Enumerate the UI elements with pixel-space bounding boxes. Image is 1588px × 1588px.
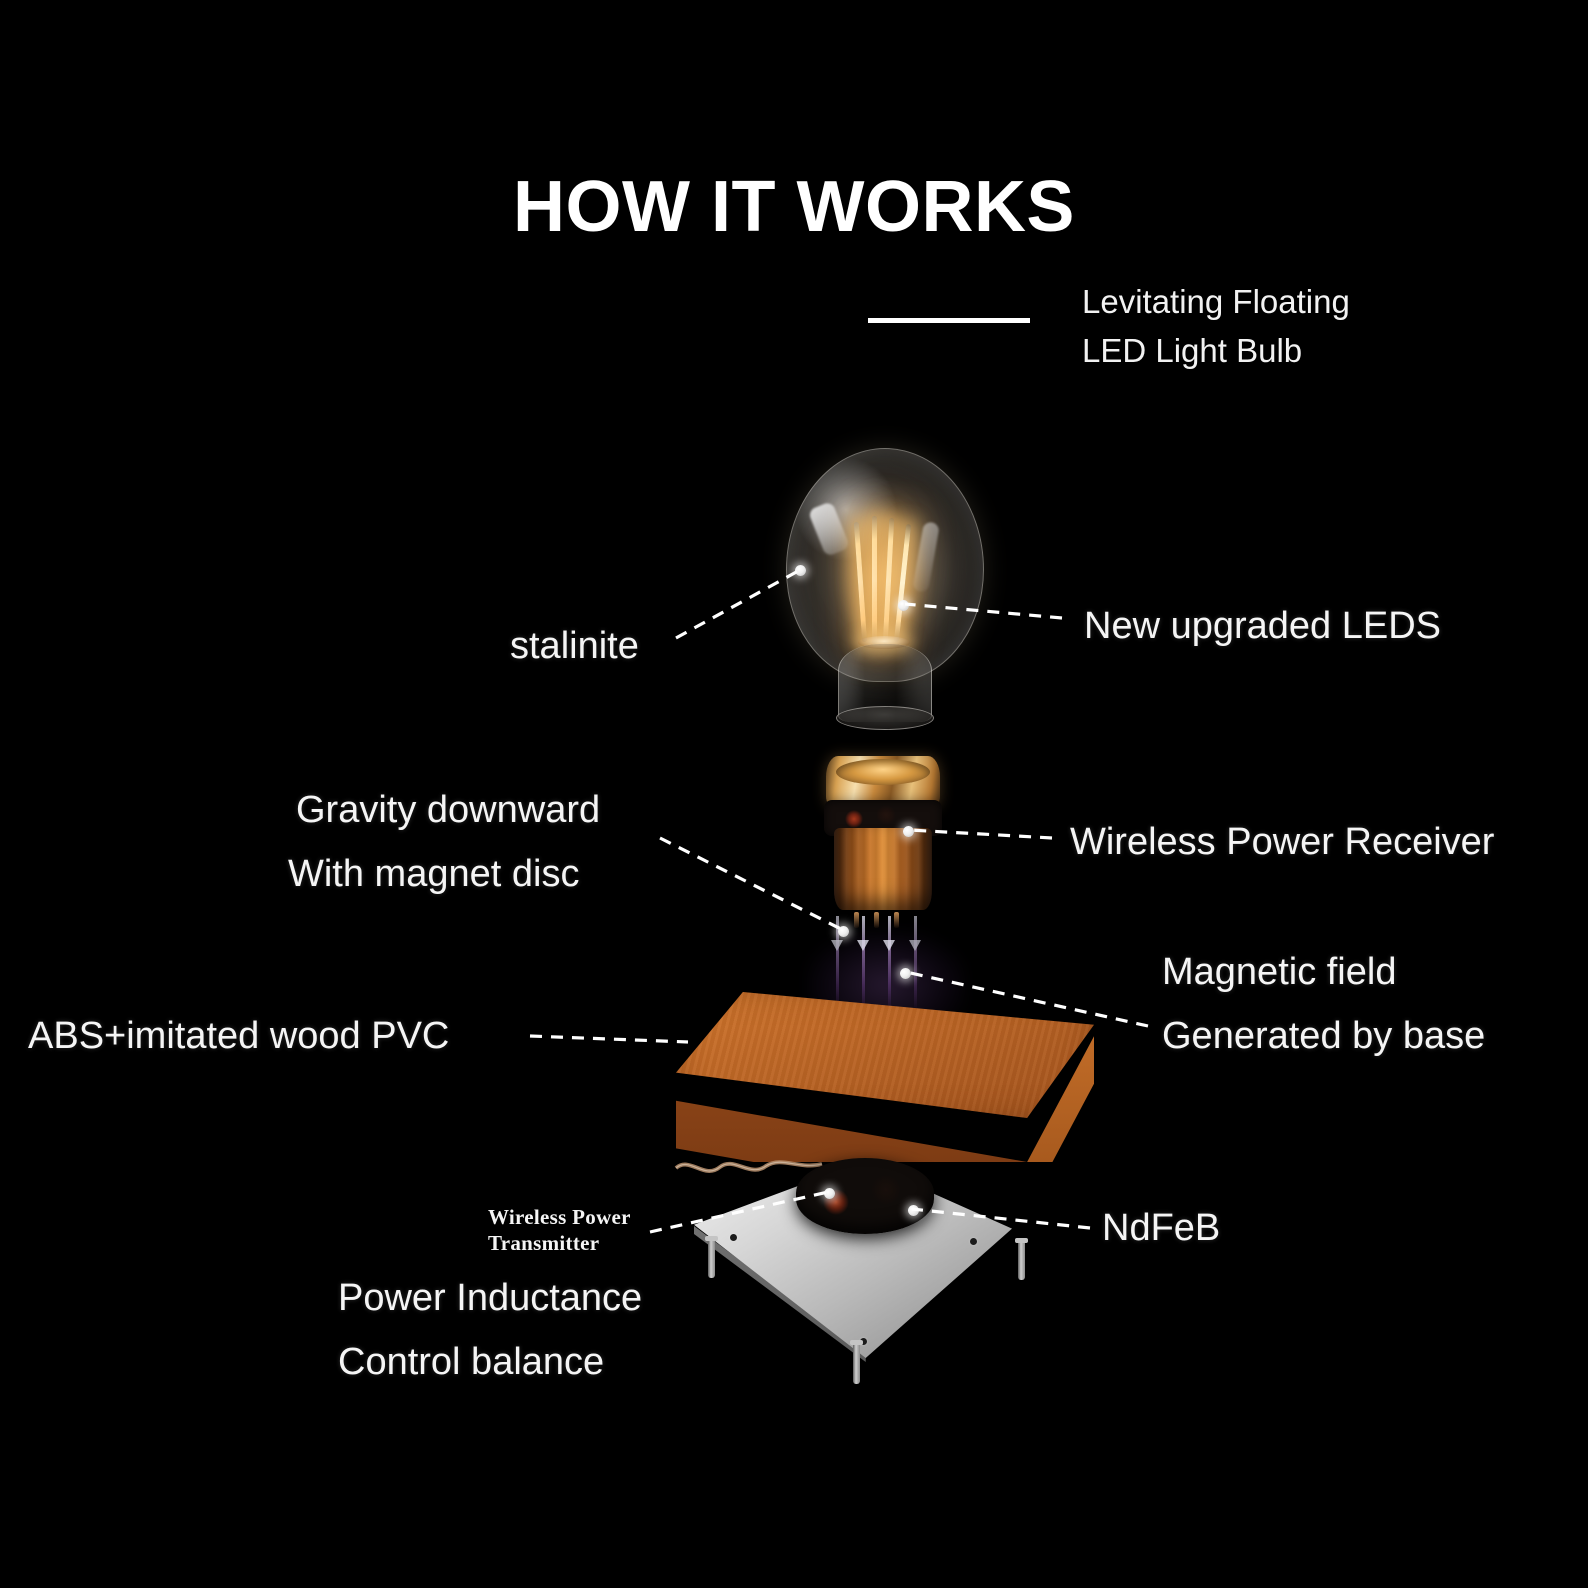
label-control-balance: Control balance	[338, 1341, 605, 1383]
wireless-power-transmitter-graphic	[796, 1158, 934, 1234]
anchor-dot-receiver	[903, 826, 914, 837]
label-stalinite: stalinite	[510, 625, 639, 667]
label-wireless-power-receiver: Wireless Power Receiver	[1070, 821, 1495, 863]
plate-mounting-pin	[850, 1340, 863, 1384]
wood-base-graphic	[676, 992, 1094, 1162]
led-bulb-graphic	[786, 448, 984, 738]
anchor-dot-transmitter	[824, 1188, 835, 1199]
page-title: HOW IT WORKS	[513, 167, 1075, 247]
field-arrow	[909, 916, 921, 1008]
label-wpt-line-2: Transmitter	[488, 1231, 600, 1255]
subtitle-line-2: LED Light Bulb	[1082, 332, 1303, 369]
anchor-dot-magnet-disc	[838, 926, 849, 937]
label-wireless-power-transmitter: Wireless Power Transmitter	[488, 1204, 631, 1256]
label-wpt-line-1: Wireless Power	[488, 1205, 631, 1229]
anchor-dot-magnetic-field	[900, 968, 911, 979]
label-ndfeb: NdFeB	[1102, 1207, 1221, 1249]
anchor-dot-leds	[898, 600, 909, 611]
receiver-cap-top-face	[836, 759, 930, 785]
wireless-power-receiver-graphic	[820, 756, 946, 928]
receiver-copper-body	[834, 828, 932, 910]
plate-screw-hole	[970, 1238, 977, 1245]
receiver-pin	[894, 912, 899, 928]
plate-screw-hole	[730, 1234, 737, 1241]
subtitle-divider-rule	[868, 318, 1030, 323]
transmitter-power-wire	[674, 1160, 823, 1173]
product-subtitle: Levitating Floating LED Light Bulb	[1082, 277, 1350, 375]
label-new-upgraded-leds: New upgraded LEDS	[1084, 605, 1441, 647]
receiver-pin	[874, 912, 879, 928]
bulb-open-rim	[836, 706, 934, 730]
field-arrow	[883, 916, 895, 1008]
label-magnetic-field: Magnetic field	[1162, 951, 1397, 993]
wood-base-top-face	[676, 992, 1094, 1118]
label-abs-imitated-wood-pvc: ABS+imitated wood PVC	[28, 1015, 450, 1057]
field-arrow	[831, 916, 843, 1008]
label-generated-by-base: Generated by base	[1162, 1015, 1486, 1057]
subtitle-line-1: Levitating Floating	[1082, 283, 1350, 320]
anchor-dot-ndfeb	[908, 1205, 919, 1216]
plate-screw-hole	[860, 1338, 867, 1345]
plate-mounting-pin	[705, 1236, 718, 1278]
bulb-filament	[872, 516, 877, 644]
field-arrow	[857, 916, 869, 1008]
plate-mounting-pin	[1015, 1238, 1028, 1280]
anchor-dot-stalinite	[795, 565, 806, 576]
label-gravity-downward: Gravity downward	[296, 789, 601, 831]
magnetic-field-arrows	[826, 916, 940, 1012]
receiver-pin	[854, 912, 859, 928]
label-with-magnet-disc: With magnet disc	[288, 853, 580, 895]
label-power-inductance: Power Inductance	[338, 1277, 643, 1319]
